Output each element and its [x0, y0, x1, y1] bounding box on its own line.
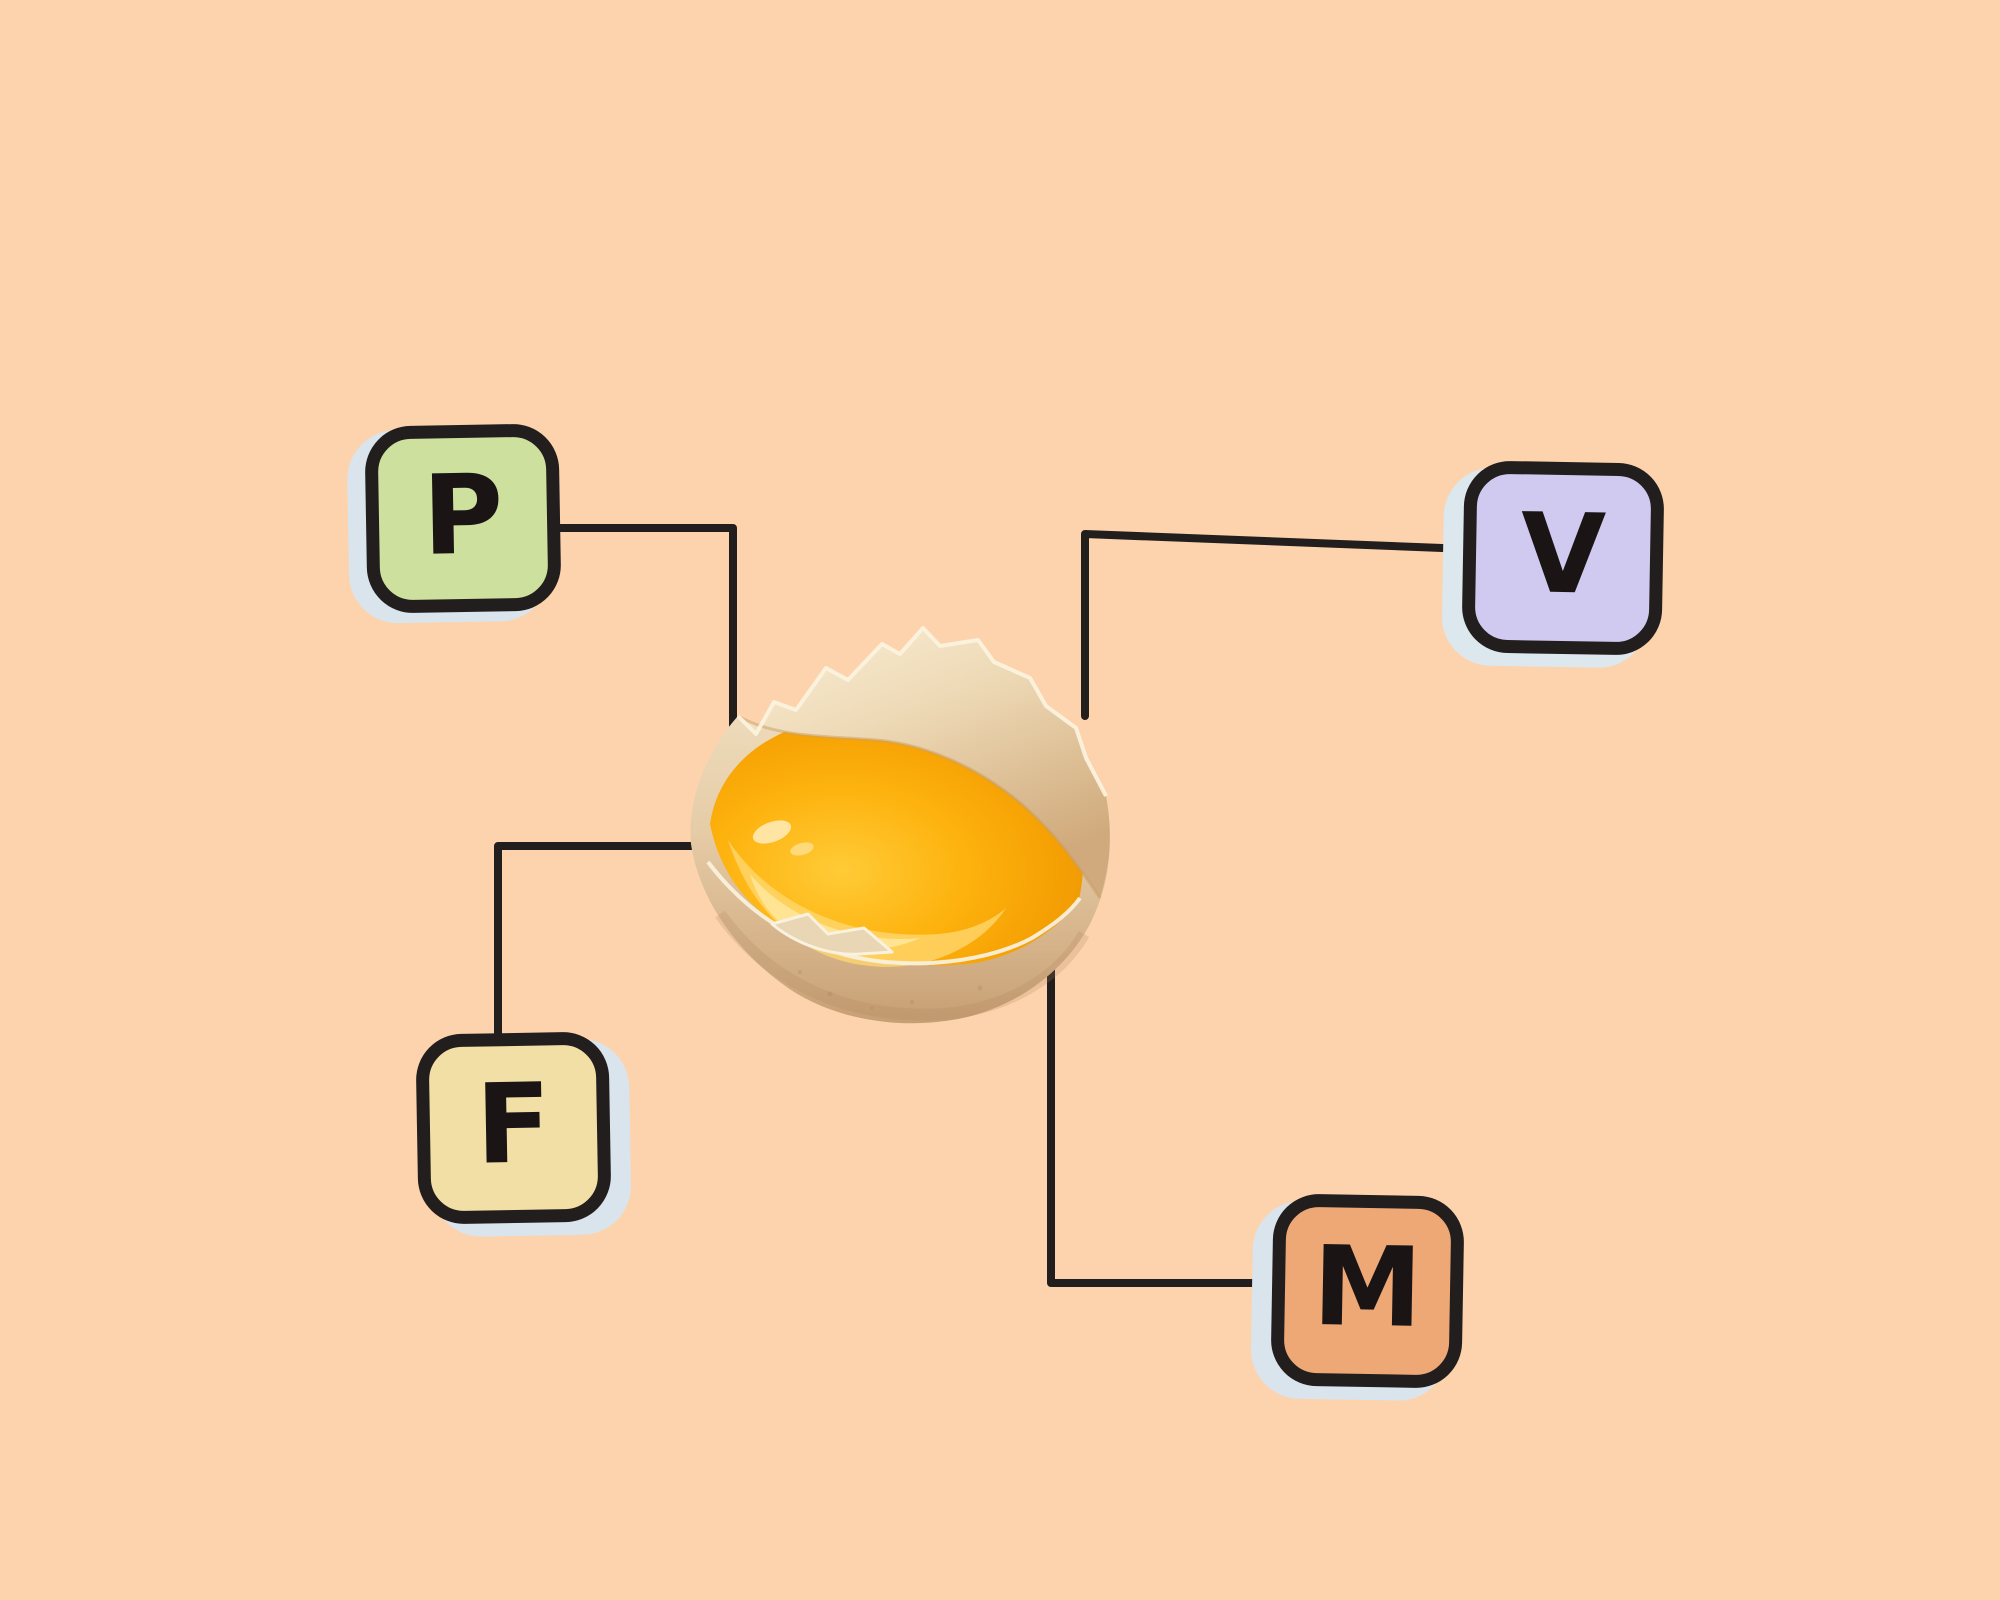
egg-inner-wall	[738, 628, 1110, 898]
cracked-egg-image	[690, 626, 1111, 1024]
node-f-tile: F	[415, 1031, 612, 1225]
egg-rim-chip	[770, 912, 894, 956]
node-v-label: V	[1519, 489, 1607, 619]
connector-p	[552, 524, 737, 730]
yolk-gloss-dot-small	[790, 842, 814, 856]
connector-f	[494, 842, 716, 1044]
yolk-gloss-dot	[752, 820, 792, 844]
egg-front-rim	[706, 860, 1082, 966]
node-p-tile: P	[364, 423, 562, 614]
egg-rim-highlight	[736, 626, 1108, 797]
egg-wall-inner-edge	[737, 714, 1102, 899]
node-m-tile: M	[1270, 1193, 1465, 1389]
connector-v	[1081, 530, 1472, 720]
node-p-label: P	[421, 449, 505, 580]
connector-m	[1047, 944, 1282, 1287]
shell-bottom-shade	[715, 910, 1090, 1021]
node-f-label: F	[474, 1059, 553, 1189]
node-m-label: M	[1311, 1222, 1424, 1352]
node-v-tile: V	[1461, 460, 1665, 656]
shell-speckles	[798, 970, 983, 1010]
